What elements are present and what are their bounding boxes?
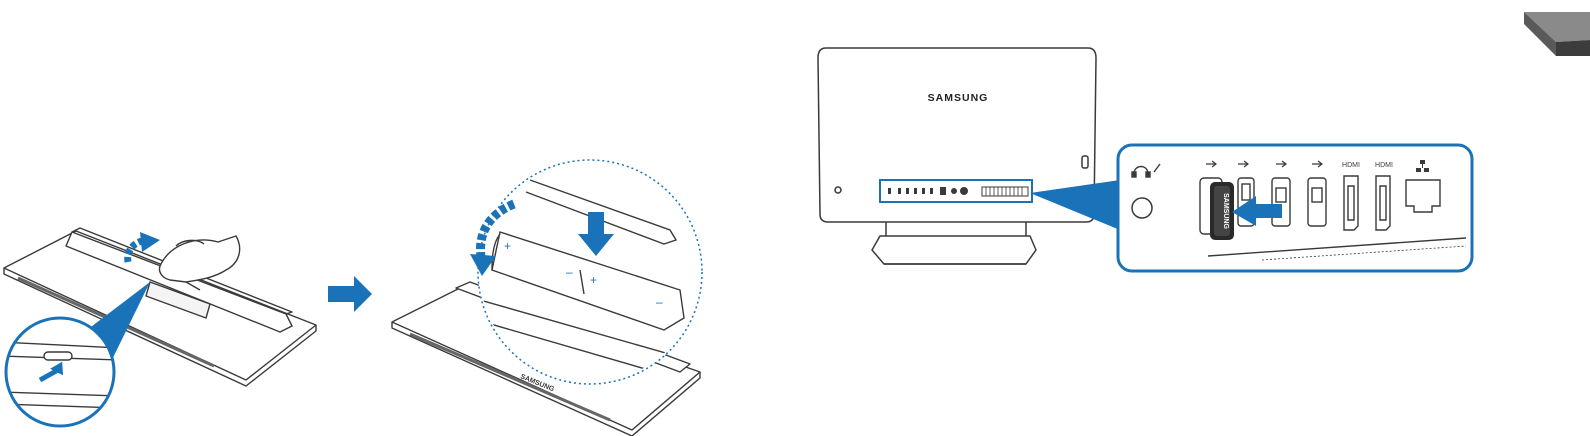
headphone-jack bbox=[1132, 198, 1152, 218]
minus-sign-1: – bbox=[566, 265, 573, 279]
right-arrow-icon bbox=[328, 276, 372, 312]
plus-sign-1: + bbox=[504, 239, 511, 253]
hdmi-port-2 bbox=[1376, 176, 1390, 230]
brand-logo-monitor: SAMSUNG bbox=[928, 92, 989, 104]
brand-logo-text: SAMSUNG bbox=[928, 92, 989, 104]
usb-port-4 bbox=[1308, 178, 1326, 226]
hdmi-label-2: HDMI bbox=[1375, 162, 1393, 169]
dongle-brand-text: SAMSUNG bbox=[1222, 193, 1229, 229]
usb-dongle: SAMSUNG bbox=[1210, 182, 1234, 240]
plus-sign-2: + bbox=[590, 273, 597, 287]
monitor-rear-illustration bbox=[818, 48, 1096, 264]
hdmi-label-1: HDMI bbox=[1342, 162, 1360, 169]
usb-port-3 bbox=[1272, 178, 1290, 226]
corner-tab bbox=[1524, 12, 1590, 56]
rear-port-strip bbox=[880, 180, 1032, 202]
hdmi-port-1 bbox=[1344, 176, 1358, 230]
minus-sign-2: – bbox=[656, 295, 663, 309]
